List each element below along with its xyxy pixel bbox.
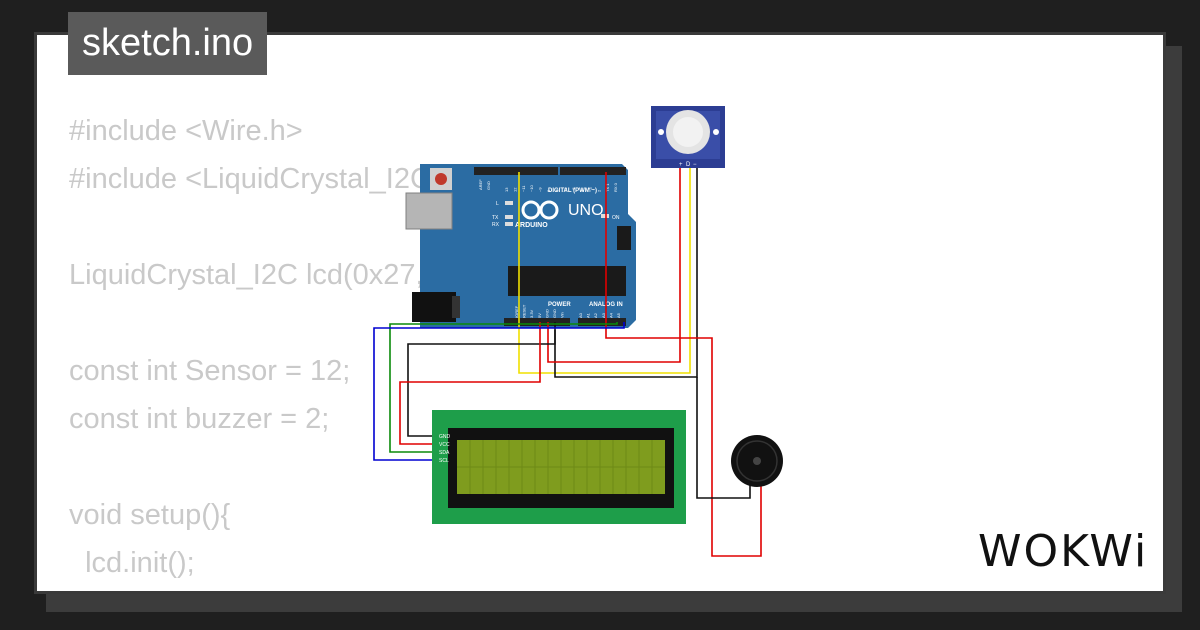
wire-yellow-sensor (518, 167, 691, 374)
gnd-top-label: GND (486, 181, 491, 190)
pin-label: ~6 (563, 187, 568, 192)
buzzer (731, 435, 783, 487)
wire-black-buzzer (696, 377, 751, 499)
wokwi-logo-text: WOKWi (978, 526, 1148, 575)
analog-header (578, 318, 626, 326)
wire-black-lcd-gnd (407, 330, 556, 437)
code-line: lcd.init(); (69, 547, 195, 579)
pin-label: ~5 (571, 187, 576, 192)
wires (373, 167, 762, 557)
power-jack (412, 292, 456, 322)
pin-label: RESET (522, 304, 527, 318)
digital-header-right (560, 167, 626, 175)
pin-label: 2 (596, 189, 601, 192)
pin-label: 8 (546, 189, 551, 192)
pir-pin-plus: + (679, 162, 683, 168)
power-header (504, 318, 570, 326)
pin-label: IOREF (514, 305, 519, 318)
power-header-label: POWER (548, 302, 571, 308)
arduino-uno-board: UNO ARDUINO DIGITAL (PWM ~) POWER ANALOG… (405, 164, 636, 328)
usb-port (405, 192, 453, 230)
lcd-pin-gnd: GND (439, 434, 451, 440)
pir-pin-minus: − (693, 162, 697, 168)
pin-label: A1 (586, 312, 591, 318)
pin-label: 3.3V (529, 309, 534, 318)
pin-label: A3 (601, 312, 606, 318)
lcd-pin-scl: SCL (439, 458, 449, 464)
digital-header-label: DIGITAL (PWM ~) (548, 188, 597, 194)
wire-green-lcd-sda (389, 322, 618, 453)
pin-label: A4 (608, 312, 613, 318)
led-label-l: L (496, 201, 499, 207)
aref-label: AREF (478, 179, 483, 190)
arduino-logo-icon (521, 200, 559, 220)
wire-red-buzzer (605, 172, 762, 557)
pin-label: ~11 (521, 185, 526, 192)
pin-label: TX 1 (605, 183, 610, 192)
pir-pin-d: D (686, 162, 691, 168)
lcd-pin-sda: SDA (439, 450, 450, 456)
lcd-module: GND VCC SDA SCL (432, 410, 686, 524)
led-label-rx: RX (492, 222, 500, 228)
pin-label: 5V (537, 313, 542, 318)
pin-label: 12 (512, 187, 517, 192)
pin-label: ~10 (529, 184, 534, 192)
digital-header-left (474, 167, 558, 175)
file-name-tab: sketch.ino (68, 12, 268, 75)
led-label-tx: TX (492, 215, 499, 221)
code-line: void setup(){ (69, 499, 231, 531)
wire-red-lcd-vcc (399, 322, 541, 445)
pin-label: Vin (560, 312, 565, 318)
pin-label: GND (552, 309, 557, 318)
wire-red-pir-vcc (547, 167, 681, 363)
board-brand-label: ARDUINO (515, 222, 548, 229)
atmega-chip (508, 266, 626, 296)
wire-blue-lcd-scl (373, 322, 625, 461)
pir-sensor: + D − (651, 106, 725, 168)
pin-label: 7 (554, 189, 559, 192)
pin-label: A0 (578, 312, 583, 318)
pin-label: GND (544, 309, 549, 318)
pin-label: A2 (593, 312, 598, 318)
pin-label: RX 0 (613, 182, 618, 192)
pin-label: ~9 (538, 187, 543, 192)
pin-label: ~3 (588, 187, 593, 192)
pin-label: 13 (504, 187, 509, 192)
wire-black-pir-gnd (554, 167, 698, 378)
board-model-label: UNO (568, 202, 604, 219)
code-line: #include <Wire.h> (69, 115, 303, 147)
code-line: const int Sensor = 12; (69, 355, 351, 387)
code-line: const int buzzer = 2; (69, 403, 330, 435)
wokwi-logo: WOKWi (978, 526, 1148, 575)
on-led-label: ON (612, 215, 620, 221)
pin-label: A5 (616, 312, 621, 318)
pin-label: 4 (580, 189, 585, 192)
lcd-pin-vcc: VCC (439, 442, 450, 448)
